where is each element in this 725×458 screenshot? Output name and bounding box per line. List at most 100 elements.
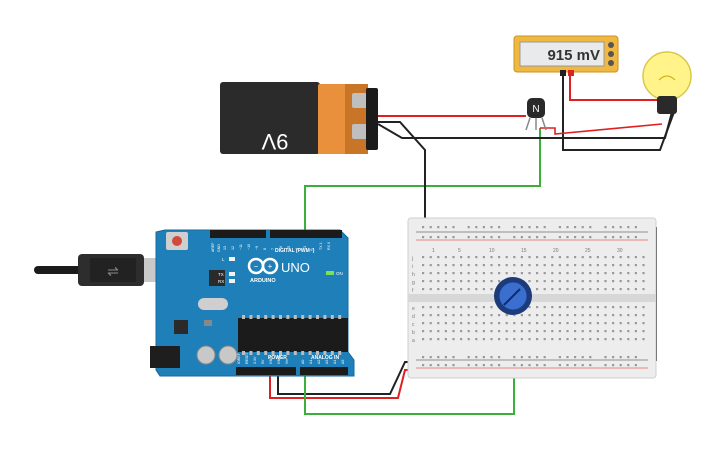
- breadboard-hole[interactable]: [475, 306, 478, 309]
- breadboard-hole[interactable]: [604, 264, 607, 267]
- breadboard-rail-hole[interactable]: [520, 356, 523, 359]
- breadboard-hole[interactable]: [612, 264, 615, 267]
- breadboard-hole[interactable]: [596, 330, 599, 333]
- breadboard-rail-hole[interactable]: [467, 364, 470, 367]
- breadboard-hole[interactable]: [627, 314, 630, 317]
- breadboard-hole[interactable]: [596, 288, 599, 291]
- breadboard-rail-hole[interactable]: [566, 356, 569, 359]
- breadboard-hole[interactable]: [429, 264, 432, 267]
- breadboard-hole[interactable]: [498, 264, 501, 267]
- breadboard-hole[interactable]: [642, 288, 645, 291]
- breadboard-hole[interactable]: [475, 288, 478, 291]
- breadboard-hole[interactable]: [513, 322, 516, 325]
- breadboard-hole[interactable]: [604, 256, 607, 259]
- breadboard-hole[interactable]: [460, 272, 463, 275]
- breadboard-rail-hole[interactable]: [482, 226, 485, 229]
- breadboard-rail-hole[interactable]: [536, 364, 539, 367]
- breadboard-hole[interactable]: [422, 338, 425, 341]
- breadboard-hole[interactable]: [558, 280, 561, 283]
- breadboard-hole[interactable]: [642, 272, 645, 275]
- breadboard-hole[interactable]: [482, 330, 485, 333]
- multimeter-dial-icon[interactable]: [608, 42, 614, 48]
- breadboard-hole[interactable]: [505, 330, 508, 333]
- breadboard[interactable]: 1 5 10 15 20 25 30 j i h g f e d c b a: [407, 217, 657, 379]
- breadboard-hole[interactable]: [482, 272, 485, 275]
- breadboard-rail-hole[interactable]: [543, 236, 546, 239]
- breadboard-hole[interactable]: [566, 264, 569, 267]
- breadboard-hole[interactable]: [558, 256, 561, 259]
- breadboard-rail-hole[interactable]: [612, 236, 615, 239]
- breadboard-hole[interactable]: [604, 288, 607, 291]
- breadboard-rail-hole[interactable]: [627, 364, 630, 367]
- breadboard-hole[interactable]: [490, 280, 493, 283]
- breadboard-hole[interactable]: [505, 272, 508, 275]
- breadboard-hole[interactable]: [558, 306, 561, 309]
- breadboard-rail-hole[interactable]: [574, 226, 577, 229]
- breadboard-hole[interactable]: [581, 314, 584, 317]
- breadboard-hole[interactable]: [574, 264, 577, 267]
- breadboard-hole[interactable]: [551, 272, 554, 275]
- breadboard-rail-hole[interactable]: [634, 226, 637, 229]
- breadboard-hole[interactable]: [505, 256, 508, 259]
- breadboard-rail-hole[interactable]: [543, 364, 546, 367]
- breadboard-rail-hole[interactable]: [566, 226, 569, 229]
- breadboard-hole[interactable]: [452, 314, 455, 317]
- breadboard-rail-hole[interactable]: [566, 364, 569, 367]
- multimeter-dial-icon[interactable]: [608, 60, 614, 66]
- breadboard-rail-hole[interactable]: [490, 356, 493, 359]
- breadboard-hole[interactable]: [581, 272, 584, 275]
- breadboard-hole[interactable]: [589, 256, 592, 259]
- breadboard-hole[interactable]: [581, 264, 584, 267]
- breadboard-hole[interactable]: [634, 314, 637, 317]
- breadboard-hole[interactable]: [482, 264, 485, 267]
- breadboard-hole[interactable]: [520, 330, 523, 333]
- breadboard-hole[interactable]: [460, 330, 463, 333]
- breadboard-hole[interactable]: [498, 338, 501, 341]
- usb-cable[interactable]: ⇌: [34, 254, 172, 286]
- breadboard-hole[interactable]: [513, 272, 516, 275]
- breadboard-hole[interactable]: [467, 306, 470, 309]
- breadboard-hole[interactable]: [604, 338, 607, 341]
- breadboard-rail-hole[interactable]: [498, 356, 501, 359]
- potentiometer[interactable]: [494, 277, 532, 315]
- breadboard-hole[interactable]: [444, 314, 447, 317]
- breadboard-hole[interactable]: [596, 280, 599, 283]
- breadboard-hole[interactable]: [627, 272, 630, 275]
- breadboard-hole[interactable]: [536, 330, 539, 333]
- breadboard-hole[interactable]: [505, 338, 508, 341]
- breadboard-hole[interactable]: [482, 256, 485, 259]
- breadboard-hole[interactable]: [490, 314, 493, 317]
- breadboard-hole[interactable]: [551, 288, 554, 291]
- breadboard-hole[interactable]: [520, 256, 523, 259]
- breadboard-rail-hole[interactable]: [520, 364, 523, 367]
- breadboard-rail-hole[interactable]: [422, 364, 425, 367]
- breadboard-hole[interactable]: [627, 338, 630, 341]
- breadboard-rail-hole[interactable]: [452, 226, 455, 229]
- breadboard-rail-hole[interactable]: [520, 226, 523, 229]
- breadboard-hole[interactable]: [482, 314, 485, 317]
- breadboard-hole[interactable]: [460, 256, 463, 259]
- breadboard-hole[interactable]: [589, 288, 592, 291]
- breadboard-hole[interactable]: [596, 272, 599, 275]
- breadboard-hole[interactable]: [619, 330, 622, 333]
- breadboard-hole[interactable]: [505, 314, 508, 317]
- breadboard-hole[interactable]: [475, 330, 478, 333]
- breadboard-hole[interactable]: [634, 256, 637, 259]
- breadboard-hole[interactable]: [574, 338, 577, 341]
- breadboard-hole[interactable]: [437, 288, 440, 291]
- breadboard-rail-hole[interactable]: [536, 226, 539, 229]
- breadboard-hole[interactable]: [498, 256, 501, 259]
- breadboard-hole[interactable]: [422, 256, 425, 259]
- breadboard-rail-hole[interactable]: [581, 236, 584, 239]
- breadboard-hole[interactable]: [634, 264, 637, 267]
- multimeter-probe-v[interactable]: [568, 70, 574, 76]
- breadboard-hole[interactable]: [498, 280, 501, 283]
- breadboard-hole[interactable]: [574, 314, 577, 317]
- breadboard-rail-hole[interactable]: [444, 226, 447, 229]
- breadboard-hole[interactable]: [475, 264, 478, 267]
- breadboard-hole[interactable]: [642, 322, 645, 325]
- breadboard-hole[interactable]: [467, 256, 470, 259]
- breadboard-hole[interactable]: [452, 330, 455, 333]
- breadboard-hole[interactable]: [558, 264, 561, 267]
- breadboard-hole[interactable]: [429, 280, 432, 283]
